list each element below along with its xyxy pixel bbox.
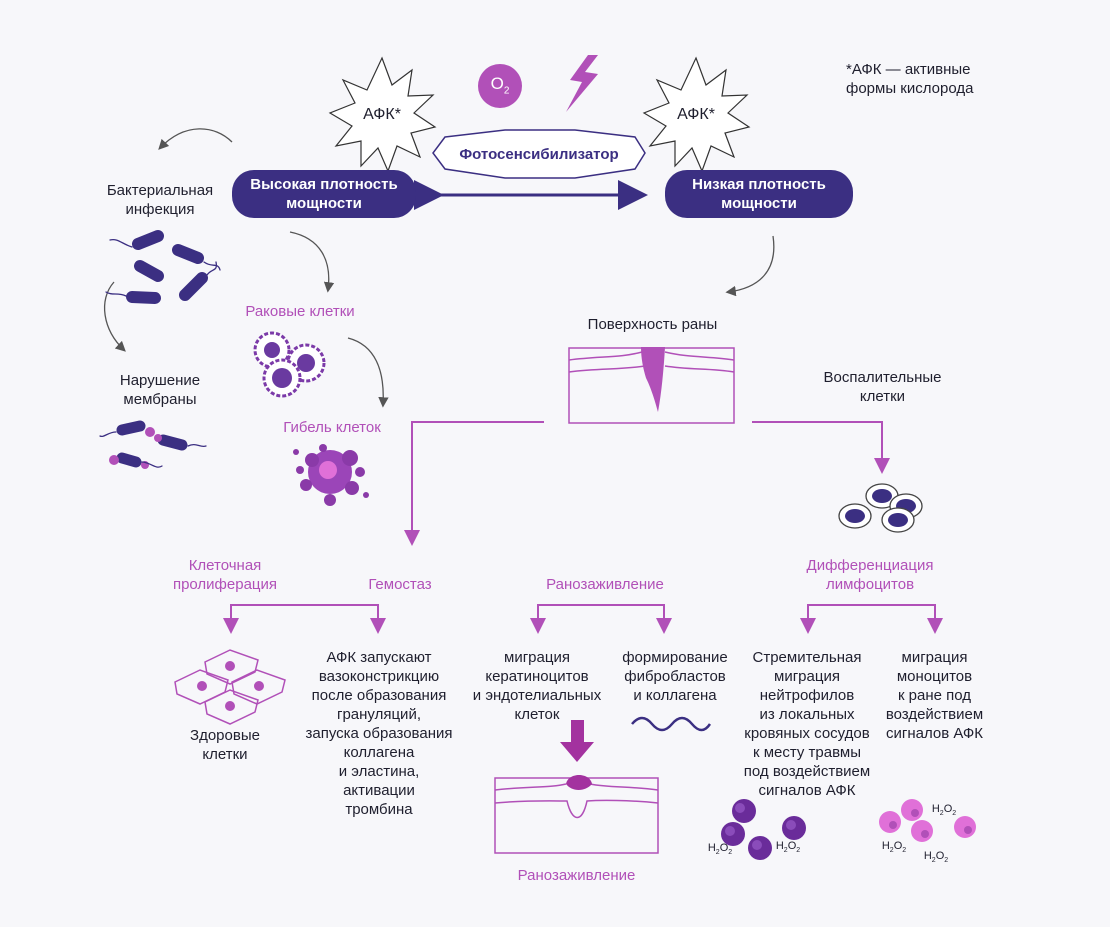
collagen-wave-icon bbox=[631, 716, 712, 732]
h2o2-label: H2O2 bbox=[707, 842, 733, 857]
neutrophils-icon bbox=[721, 799, 806, 860]
photosensitizer-label: Фотосенсибилизатор bbox=[459, 146, 619, 163]
wound-healing-title: Ранозаживление bbox=[546, 576, 664, 593]
hemostasis-description: АФК запускают вазоконстрикцию после обра… bbox=[305, 649, 453, 818]
down-arrow-icon bbox=[560, 720, 594, 762]
o2-label: O2 bbox=[490, 74, 510, 97]
keratinocyte-migration-text: миграция кератиноцитов и эндотелиальных … bbox=[472, 649, 602, 723]
high-density-button: Высокая плотность мощности bbox=[232, 170, 416, 218]
healthy-cells-icon bbox=[174, 649, 286, 725]
ros-label-left: АФК* bbox=[363, 106, 401, 123]
cell-proliferation-label: Клеточная пролиферация bbox=[172, 557, 278, 593]
cancer-cells-label: Раковые клетки bbox=[245, 303, 355, 320]
monocytes-icon bbox=[879, 799, 976, 842]
membrane-damage-label: Нарушение мембраны bbox=[119, 372, 201, 408]
h2o2-label: H2O2 bbox=[923, 850, 949, 865]
lightning-icon bbox=[566, 55, 598, 112]
ros-label-right: АФК* bbox=[677, 106, 715, 123]
neutrophil-migration-text: Стремительная миграция нейтрофилов из ло… bbox=[743, 649, 871, 799]
monocyte-migration-text: миграция моноцитов к ране под воздействи… bbox=[885, 649, 984, 742]
wound-healing-bottom-label: Ранозаживление bbox=[517, 867, 636, 884]
dead-cells-icon bbox=[293, 444, 369, 506]
h2o2-label: H2O2 bbox=[881, 840, 907, 855]
wound-surface-icon bbox=[568, 347, 735, 424]
inflammatory-cells-label: Воспалительные клетки bbox=[823, 369, 942, 405]
low-density-button: Низкая плотность мощности bbox=[665, 170, 853, 218]
inflammatory-cells-icon bbox=[838, 483, 923, 533]
healthy-cells-label: Здоровые клетки bbox=[190, 727, 260, 763]
hemostasis-label: Гемостаз bbox=[368, 576, 432, 593]
bacteria-icon bbox=[105, 230, 221, 304]
fibroblast-formation-text: формирование фибробластов и коллагена bbox=[622, 649, 728, 704]
ros-footnote: *АФК — активные формы кислорода bbox=[846, 61, 974, 97]
wound-surface-label: Поверхность раны bbox=[587, 316, 718, 333]
oxygen-icon bbox=[478, 64, 522, 108]
cancer-cells-icon bbox=[253, 331, 326, 398]
h2o2-label: H2O2 bbox=[775, 840, 801, 855]
photosensitizer-shape bbox=[432, 129, 646, 179]
bacterial-infection-label: Бактериальная инфекция bbox=[106, 182, 214, 218]
cell-death-label: Гибель клеток bbox=[283, 419, 381, 436]
h2o2-label: H2O2 bbox=[931, 803, 957, 818]
damaged-bacteria-icon bbox=[99, 420, 207, 469]
lymphocyte-differentiation-label: Дифференциация лимфоцитов bbox=[806, 557, 934, 593]
